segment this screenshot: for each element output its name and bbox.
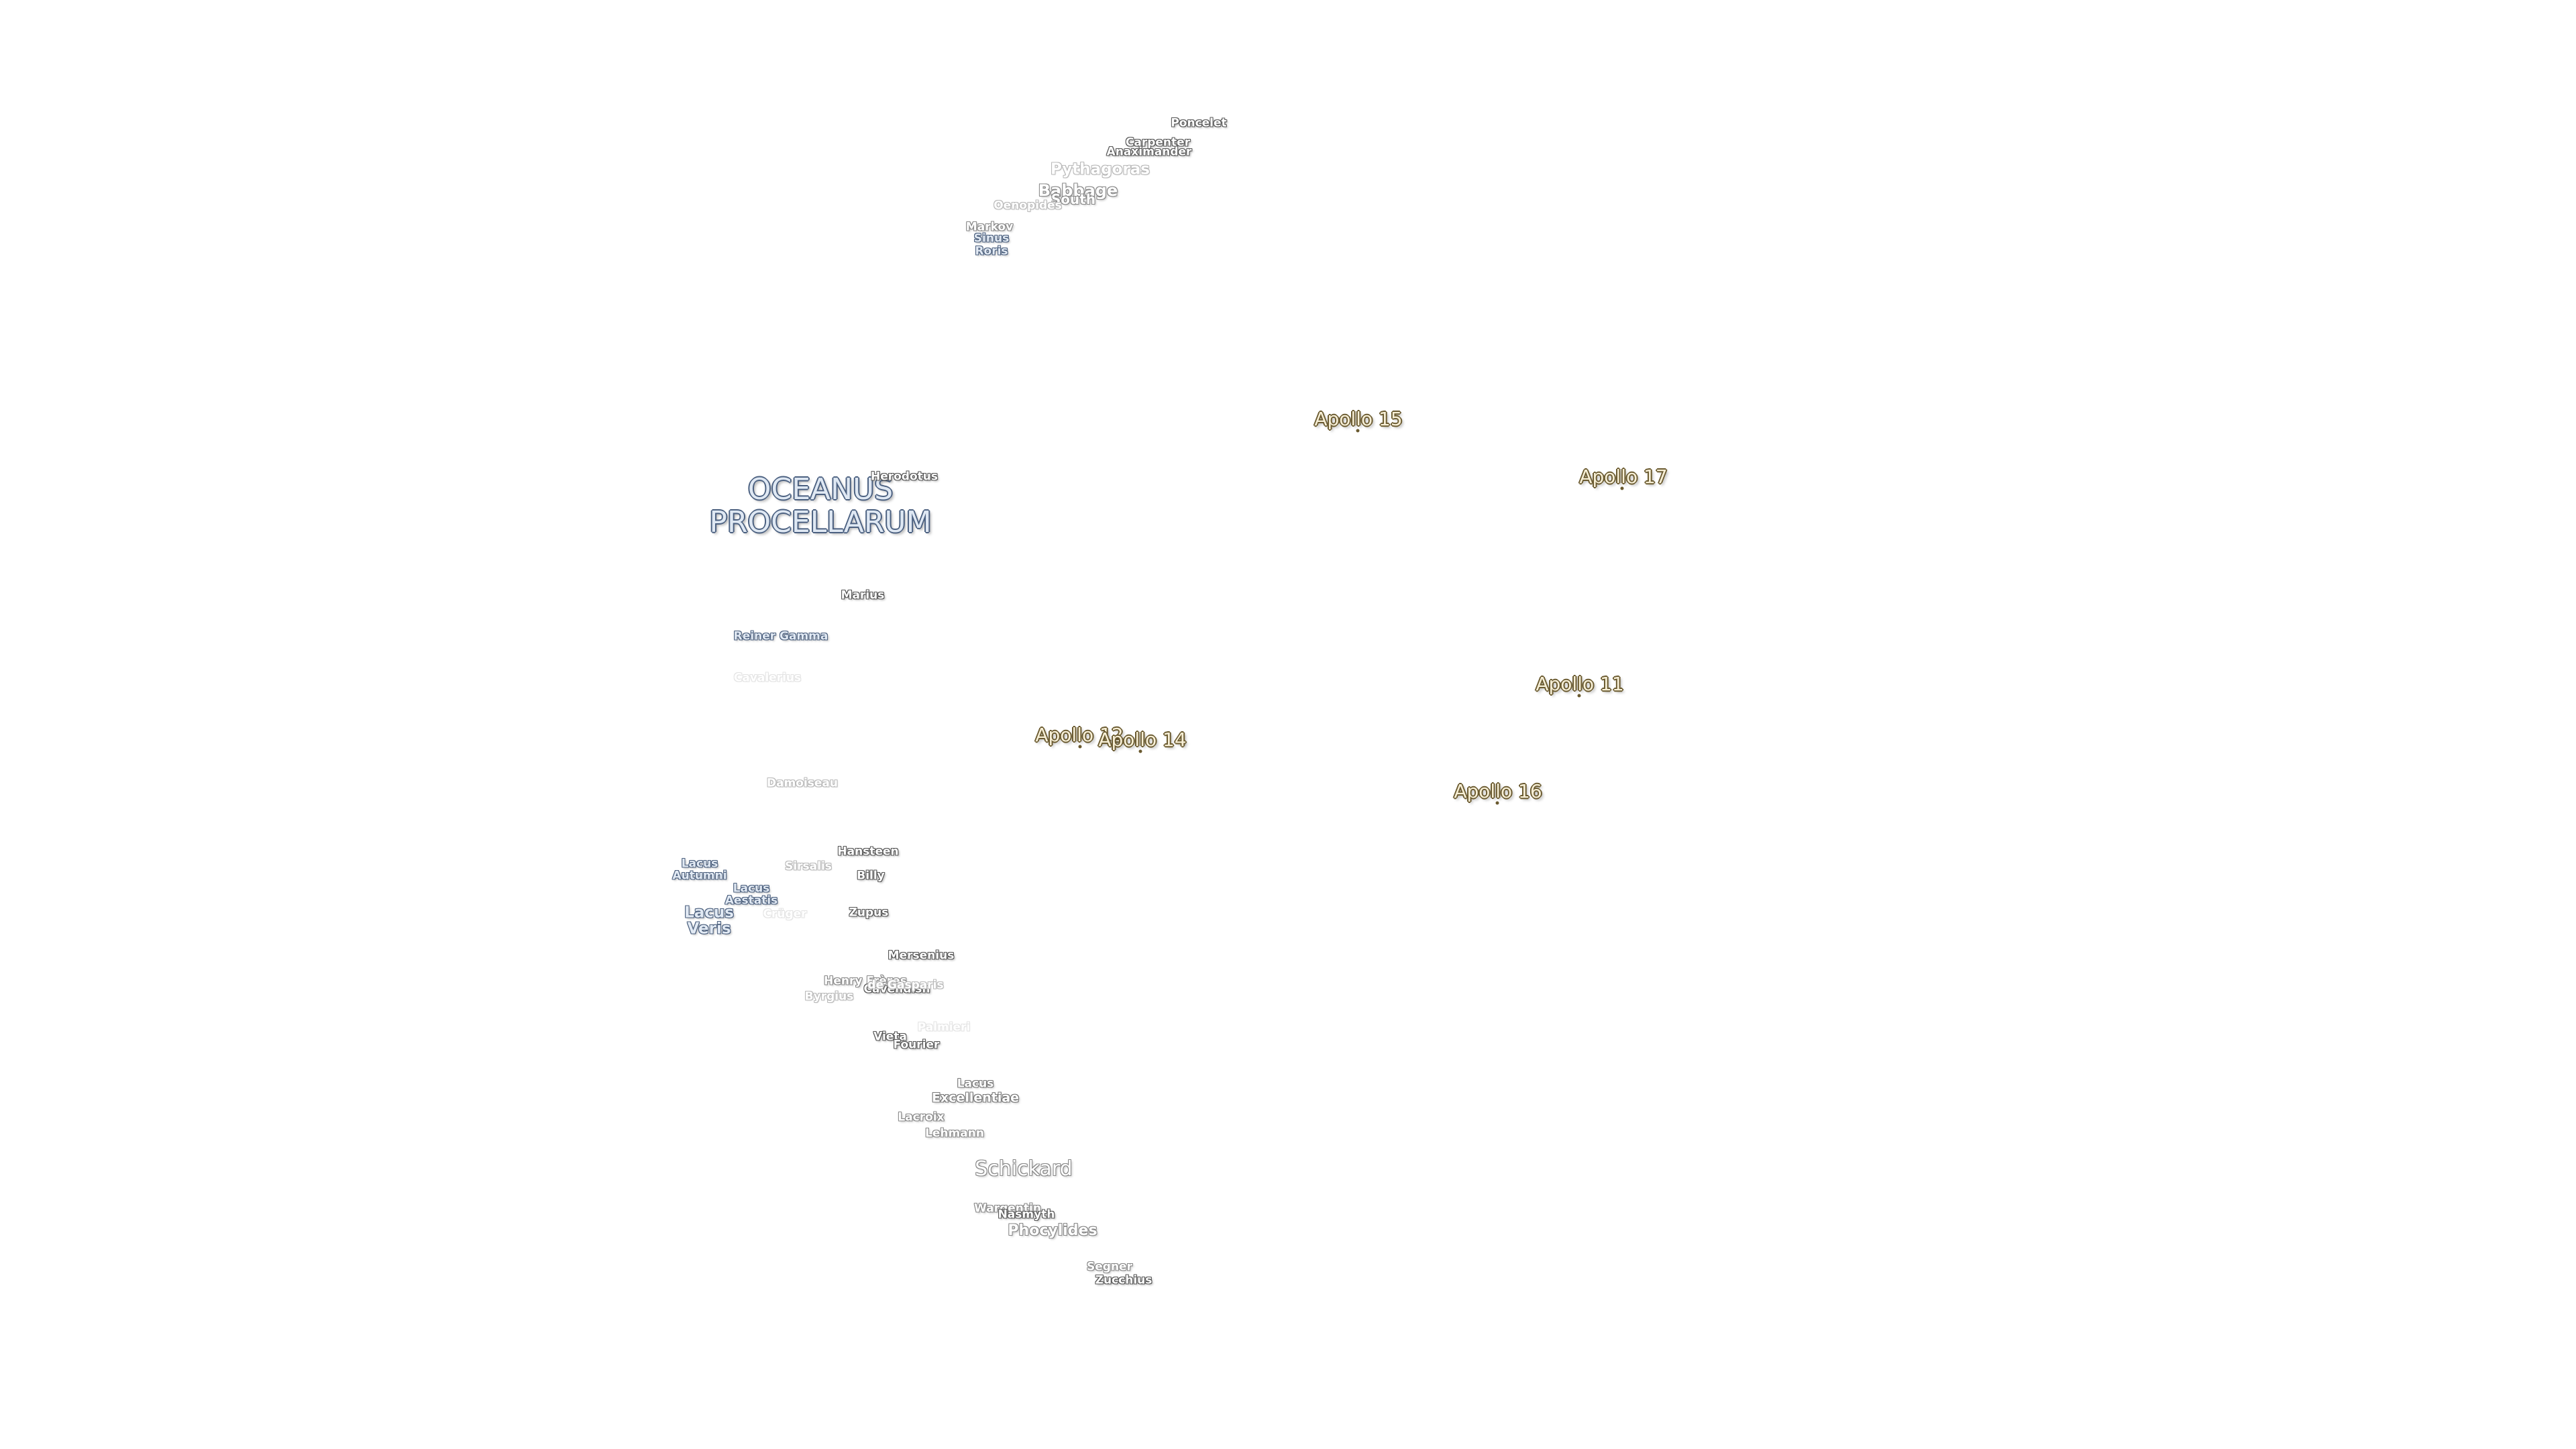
apollo-12-marker[interactable] bbox=[1078, 745, 1082, 749]
label-lacus-autumni-line2: Autumni bbox=[672, 869, 727, 883]
label-reiner-gamma: Reiner Gamma bbox=[733, 629, 828, 643]
label-lacus-veris-line2: Veris bbox=[687, 920, 731, 938]
label-sinus-roris-line1: Sinus bbox=[973, 231, 1010, 246]
apollo-11-label[interactable]: Apollo 11 bbox=[1536, 673, 1624, 695]
label-segner: Segner bbox=[1087, 1260, 1132, 1274]
apollo-14-marker[interactable] bbox=[1138, 749, 1142, 753]
label-hansteen: Hansteen bbox=[837, 845, 899, 859]
apollo-15-label[interactable]: Apollo 15 bbox=[1314, 408, 1403, 430]
label-lacroix: Lacroix bbox=[898, 1110, 945, 1124]
label-lacus-excellentiae-line2: Excellentiae bbox=[931, 1090, 1020, 1106]
label-cavendish: Cavendish bbox=[863, 982, 930, 996]
label-poncelet: Poncelet bbox=[1171, 116, 1227, 130]
apollo-12-label[interactable]: Apollo 12 bbox=[1035, 724, 1124, 746]
label-phocylides: Phocylides bbox=[1008, 1222, 1097, 1239]
label-byrgius: Byrgius bbox=[804, 989, 854, 1004]
label-lacus-autumni-line1: Lacus bbox=[681, 857, 718, 871]
label-zucchius: Zucchius bbox=[1095, 1273, 1152, 1287]
label-lacus-veris-line1: Lacus bbox=[684, 904, 734, 922]
label-schickard: Schickard bbox=[975, 1157, 1073, 1181]
label-vieta: Vieta bbox=[873, 1030, 907, 1044]
label-fourier: Fourier bbox=[893, 1038, 940, 1052]
label-lacus-aestatis-line2: Aestatis bbox=[724, 894, 778, 908]
label-sirsalis: Sirsalis bbox=[785, 859, 832, 873]
label-damoiseau: Damoiseau bbox=[766, 776, 839, 790]
label-oceanus-procellarum-line1: OCEANUS bbox=[747, 472, 894, 506]
label-pythagoras: Pythagoras bbox=[1051, 160, 1150, 178]
label-anaximander: Anaximander bbox=[1106, 145, 1192, 159]
apollo-17-label[interactable]: Apollo 17 bbox=[1579, 466, 1668, 488]
label-nasmyth: Nasmyth bbox=[998, 1208, 1055, 1222]
label-zupus: Zupus bbox=[849, 906, 889, 920]
label-wargentin: Wargentin bbox=[974, 1201, 1041, 1216]
label-billy: Billy bbox=[857, 869, 885, 883]
label-de-gasparis: de Gasparis bbox=[867, 978, 944, 992]
apollo-17-marker[interactable] bbox=[1620, 486, 1624, 490]
label-lacus-excellentiae-line1: Lacus bbox=[957, 1077, 994, 1091]
label-carpenter: Carpenter bbox=[1125, 136, 1191, 150]
label-cavalerius: Cavalerius bbox=[733, 671, 802, 685]
label-henry-freres: Henry Frères bbox=[824, 974, 907, 988]
label-mersenius: Mersenius bbox=[888, 949, 955, 963]
apollo-16-label[interactable]: Apollo 16 bbox=[1454, 780, 1542, 802]
label-oenopides: Oenopides bbox=[994, 199, 1062, 213]
label-crueger: Crüger bbox=[763, 907, 807, 921]
label-south: South bbox=[1051, 191, 1096, 207]
apollo-16-marker[interactable] bbox=[1495, 801, 1499, 805]
apollo-11-marker[interactable] bbox=[1577, 694, 1581, 698]
label-lacus-aestatis-line1: Lacus bbox=[733, 881, 770, 896]
label-babbage: Babbage bbox=[1038, 181, 1118, 200]
label-palmieri: Palmieri bbox=[917, 1020, 971, 1034]
label-sinus-roris-line2: Roris bbox=[975, 244, 1008, 258]
label-markov: Markov bbox=[965, 220, 1014, 234]
label-lehmann: Lehmann bbox=[925, 1126, 984, 1140]
label-oceanus-procellarum-line2: PROCELLARUM bbox=[709, 505, 932, 539]
label-marius: Marius bbox=[841, 588, 885, 602]
label-herodotus: Herodotus bbox=[870, 470, 938, 484]
apollo-14-label[interactable]: Apollo 14 bbox=[1098, 729, 1187, 751]
apollo-15-marker[interactable] bbox=[1356, 429, 1360, 433]
